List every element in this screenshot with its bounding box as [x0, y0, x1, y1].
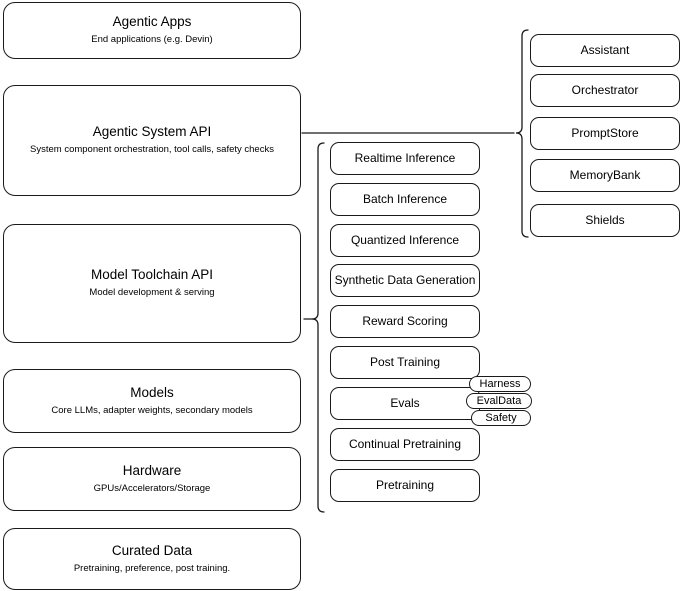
layer-title: Hardware — [122, 462, 182, 478]
layer-agentic-apps[interactable]: Agentic Apps End applications (e.g. Devi… — [3, 2, 301, 59]
eval-badge-label: Harness — [479, 377, 521, 390]
layer-title: Models — [130, 384, 174, 400]
system-item-memorybank[interactable]: MemoryBank — [530, 159, 680, 192]
system-item-label: Orchestrator — [571, 83, 639, 97]
layer-subtitle: End applications (e.g. Devin) — [91, 34, 213, 46]
toolchain-item-label: Quantized Inference — [350, 233, 460, 247]
toolchain-brace-connector — [300, 130, 334, 530]
toolchain-item-batch-inference[interactable]: Batch Inference — [330, 183, 480, 216]
system-item-shields[interactable]: Shields — [530, 204, 680, 237]
eval-badge-label: Safety — [485, 411, 517, 424]
system-item-label: Assistant — [580, 43, 630, 57]
toolchain-item-pretraining[interactable]: Pretraining — [330, 469, 480, 502]
layer-model-toolchain-api[interactable]: Model Toolchain API Model development & … — [3, 224, 301, 343]
toolchain-item-label: Evals — [390, 396, 420, 410]
layer-agentic-system-api[interactable]: Agentic System API System component orch… — [3, 85, 301, 196]
layer-title: Agentic Apps — [112, 14, 192, 30]
layer-subtitle: Pretraining, preference, post training. — [73, 562, 231, 574]
system-item-orchestrator[interactable]: Orchestrator — [530, 74, 680, 107]
toolchain-item-post-training[interactable]: Post Training — [330, 346, 480, 379]
layer-subtitle: Core LLMs, adapter weights, secondary mo… — [51, 404, 253, 416]
system-item-label: PromptStore — [571, 126, 639, 140]
toolchain-item-quantized-inference[interactable]: Quantized Inference — [330, 224, 480, 257]
toolchain-item-reward-scoring[interactable]: Reward Scoring — [330, 305, 480, 338]
eval-badge-safety[interactable]: Safety — [471, 410, 531, 426]
layer-subtitle: Model development & serving — [89, 287, 215, 299]
system-item-assistant[interactable]: Assistant — [530, 34, 680, 67]
layer-models[interactable]: Models Core LLMs, adapter weights, secon… — [3, 369, 301, 433]
system-item-label: MemoryBank — [569, 168, 641, 182]
toolchain-item-label: Realtime Inference — [354, 151, 456, 165]
layer-title: Agentic System API — [92, 124, 212, 140]
toolchain-item-synthetic-data-generation[interactable]: Synthetic Data Generation — [330, 264, 480, 297]
toolchain-item-label: Reward Scoring — [362, 314, 448, 328]
layer-hardware[interactable]: Hardware GPUs/Accelerators/Storage — [3, 447, 301, 511]
toolchain-item-label: Synthetic Data Generation — [334, 273, 476, 287]
toolchain-item-realtime-inference[interactable]: Realtime Inference — [330, 142, 480, 175]
layer-subtitle: System component orchestration, tool cal… — [30, 144, 274, 156]
toolchain-item-continual-pretraining[interactable]: Continual Pretraining — [330, 428, 480, 461]
system-item-promptstore[interactable]: PromptStore — [530, 117, 680, 150]
layer-curated-data[interactable]: Curated Data Pretraining, preference, po… — [3, 528, 301, 590]
eval-badge-harness[interactable]: Harness — [469, 376, 531, 392]
eval-badge-label: EvalData — [476, 394, 522, 407]
layer-title: Curated Data — [111, 542, 193, 558]
layer-subtitle: GPUs/Accelerators/Storage — [93, 482, 211, 494]
toolchain-item-label: Post Training — [369, 355, 441, 369]
eval-badge-evaldata[interactable]: EvalData — [466, 393, 532, 409]
toolchain-item-evals[interactable]: Evals — [330, 387, 480, 420]
toolchain-item-label: Pretraining — [375, 478, 435, 492]
toolchain-item-label: Batch Inference — [362, 192, 448, 206]
toolchain-item-label: Continual Pretraining — [348, 437, 462, 451]
layer-title: Model Toolchain API — [90, 267, 214, 283]
system-item-label: Shields — [585, 213, 625, 227]
